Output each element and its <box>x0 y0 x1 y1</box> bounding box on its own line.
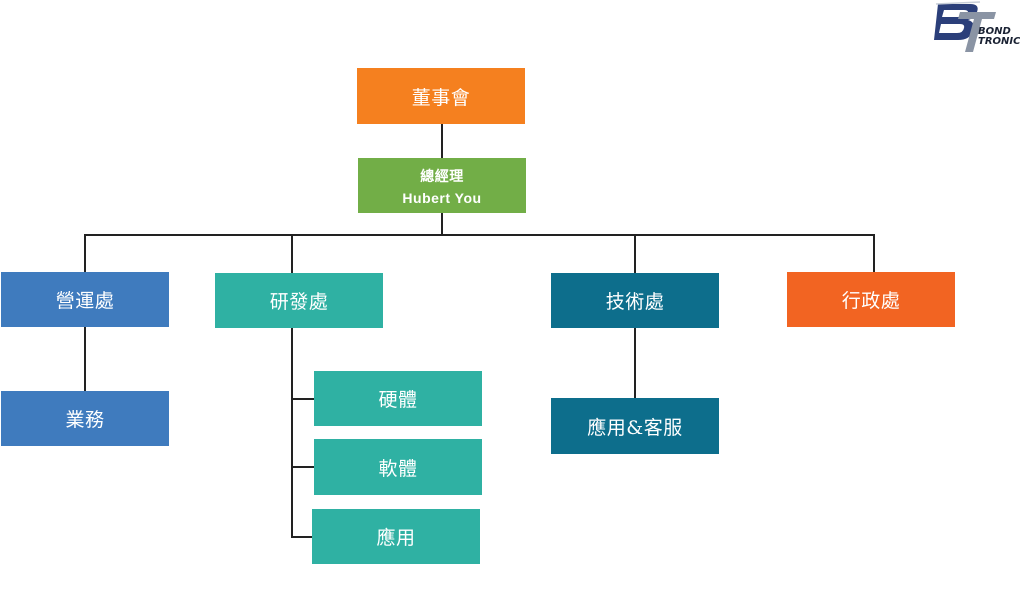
board-box: 董事會 <box>357 68 525 124</box>
software-box: 軟體 <box>314 439 482 495</box>
admin-box: 行政處 <box>787 272 955 327</box>
connector-board-gm <box>441 124 443 158</box>
connector-rnd-vertical <box>291 328 293 538</box>
bt-logo-icon <box>934 1 996 52</box>
connector-operations-sales <box>84 327 86 391</box>
connector-bus-admin <box>873 234 875 272</box>
general-manager-box: 總經理 Hubert You <box>358 158 526 213</box>
connector-rnd-software <box>291 466 314 468</box>
connector-bus-tech <box>634 234 636 273</box>
gm-name: Hubert You <box>402 189 482 206</box>
connector-rnd-application <box>291 536 312 538</box>
gm-title: 總經理 <box>420 167 464 184</box>
tech-label: 技術處 <box>605 291 665 313</box>
connector-horizontal-bus <box>84 234 875 236</box>
operations-label: 營運處 <box>55 290 115 312</box>
admin-label: 行政處 <box>841 290 901 312</box>
connector-bus-rnd <box>291 234 293 273</box>
support-label: 應用&客服 <box>587 416 683 439</box>
rnd-box: 研發處 <box>215 273 383 328</box>
connector-rnd-hardware <box>291 398 314 400</box>
logo-line-1: BOND <box>978 26 1011 37</box>
board-label: 董事會 <box>411 86 471 109</box>
connector-gm-bus <box>441 212 443 236</box>
application-box: 應用 <box>312 509 480 564</box>
connector-bus-operations <box>84 234 86 272</box>
rnd-label: 研發處 <box>269 291 329 313</box>
sales-label: 業務 <box>65 409 105 431</box>
connector-tech-support <box>634 328 636 398</box>
sales-box: 業務 <box>1 391 169 446</box>
software-label: 軟體 <box>378 457 418 480</box>
logo-line-2: TRONICS <box>978 36 1020 47</box>
hardware-label: 硬體 <box>378 389 418 411</box>
support-box: 應用&客服 <box>551 398 719 454</box>
hardware-box: 硬體 <box>314 371 482 426</box>
operations-box: 營運處 <box>1 272 169 327</box>
tech-box: 技術處 <box>551 273 719 328</box>
application-label: 應用 <box>376 527 416 549</box>
